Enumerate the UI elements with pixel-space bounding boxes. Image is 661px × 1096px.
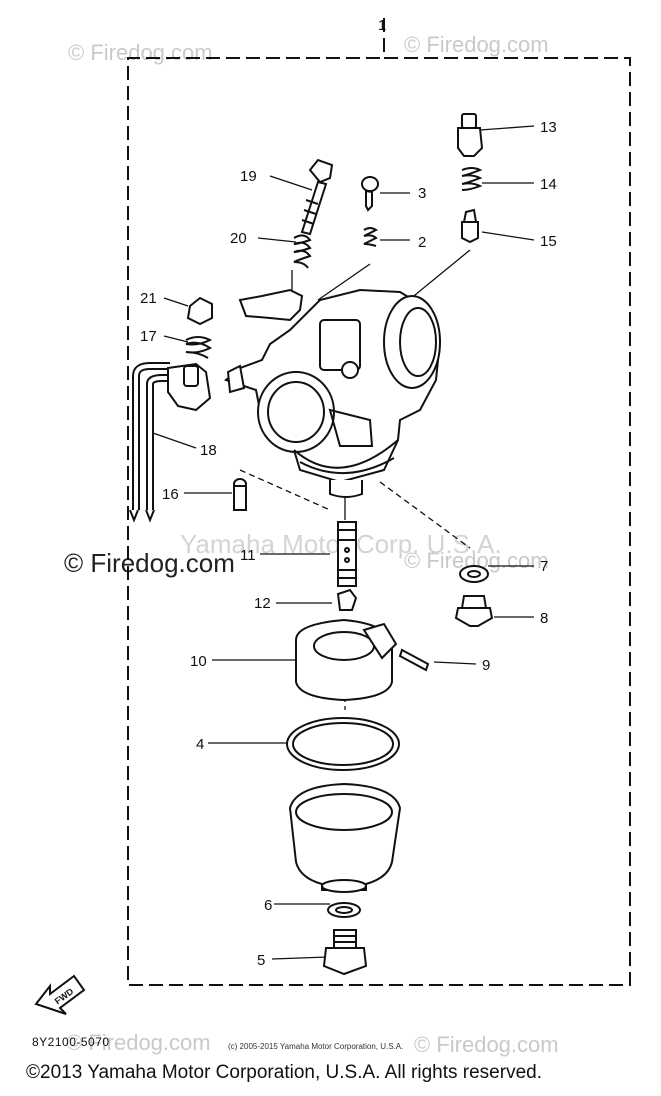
float-bowl: [288, 782, 402, 893]
callout-9: 9: [482, 657, 490, 674]
callout-18: 18: [200, 442, 217, 459]
callout-8: 8: [540, 610, 548, 627]
part-9-float-pin: [398, 648, 430, 672]
leader-lines: [149, 125, 535, 960]
callout-7: 7: [540, 558, 548, 575]
part-20-spring: [293, 234, 312, 269]
callout-3: 3: [418, 185, 426, 202]
callout-2: 2: [418, 234, 426, 251]
part-11-needle-jet: [337, 521, 357, 587]
part-13-starter-plunger-nut: [457, 113, 484, 157]
watermark-mid-left: © Firedog.com: [64, 548, 235, 578]
copyright-notice: ©2013 Yamaha Motor Corporation, U.S.A. A…: [26, 1062, 542, 1083]
part-21-cap: [186, 296, 213, 326]
part-7-washer: [459, 565, 489, 583]
part-5-drain-plug: [322, 929, 368, 976]
callout-13: 13: [540, 119, 557, 136]
part-2-spring: [363, 227, 378, 247]
callout-21: 21: [140, 290, 157, 307]
part-14-starter-spring: [461, 167, 483, 191]
part-10-float: [295, 618, 398, 702]
callout-19: 19: [240, 168, 257, 185]
part-16-screw: [233, 478, 247, 511]
part-3-pilot-screw: [361, 176, 379, 212]
part-12-main-jet: [336, 588, 358, 611]
fwd-arrow: FWD: [34, 974, 86, 1015]
part-6-gasket: [327, 902, 361, 918]
part-19-throttle-stop-screw: [300, 158, 334, 236]
assembly-frame: [127, 18, 631, 986]
part-17-spring: [185, 336, 213, 359]
callout-10: 10: [190, 653, 207, 670]
callout-14: 14: [540, 176, 557, 193]
part-18-throttle-cable-sensor: [129, 362, 212, 523]
callout-4: 4: [196, 736, 204, 753]
callout-11: 11: [240, 547, 256, 564]
carburetor-body: [224, 288, 442, 498]
watermark-layer: © Firedog.com © Firedog.com © Firedog.co…: [64, 32, 559, 1057]
watermark-bottom-left: © Firedog.com: [66, 1030, 211, 1055]
callout-17: 17: [140, 328, 157, 345]
callout-16: 16: [162, 486, 179, 503]
callout-labels: 2 3 4 5 6 7 8 9 10 11 12 13 14 15 16 17 …: [140, 119, 557, 969]
callout-15: 15: [540, 233, 557, 250]
small-copyright: (c) 2005-2015 Yamaha Motor Corporation, …: [228, 1042, 403, 1051]
callout-6: 6: [264, 897, 272, 914]
watermark-bottom-right: © Firedog.com: [414, 1032, 559, 1057]
part-4-float-bowl-gasket: [286, 717, 400, 771]
parts-drawings: [129, 113, 494, 976]
callout-20: 20: [230, 230, 247, 247]
watermark-top-right: © Firedog.com: [404, 32, 549, 57]
watermark-top-left: © Firedog.com: [68, 40, 213, 65]
callout-12: 12: [254, 595, 271, 612]
assembly-number-label: 1: [378, 17, 386, 34]
callout-5: 5: [257, 952, 265, 969]
part-15-starter-plunger: [461, 208, 479, 244]
reference-code: 8Y2100-5070: [32, 1035, 110, 1049]
part-8-drain-screw: [454, 595, 494, 627]
